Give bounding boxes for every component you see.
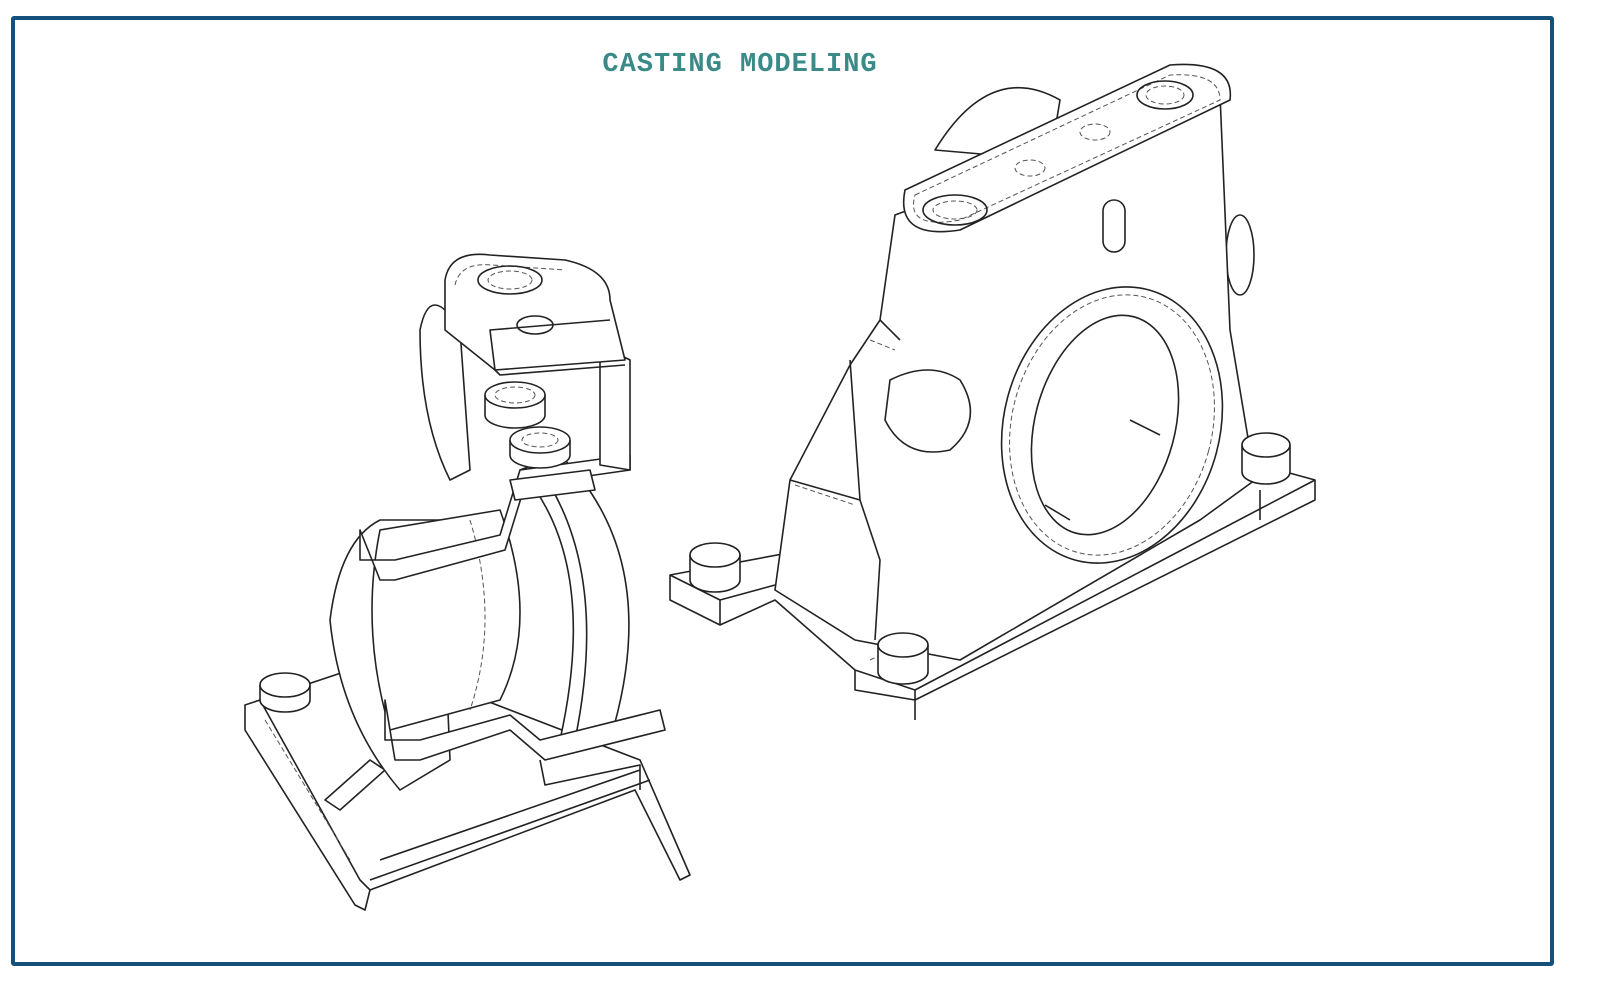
drawing-title: CASTING MODELING [602, 50, 878, 80]
sectioned-casting [244, 253, 691, 911]
pillow-block-casting [669, 63, 1316, 720]
